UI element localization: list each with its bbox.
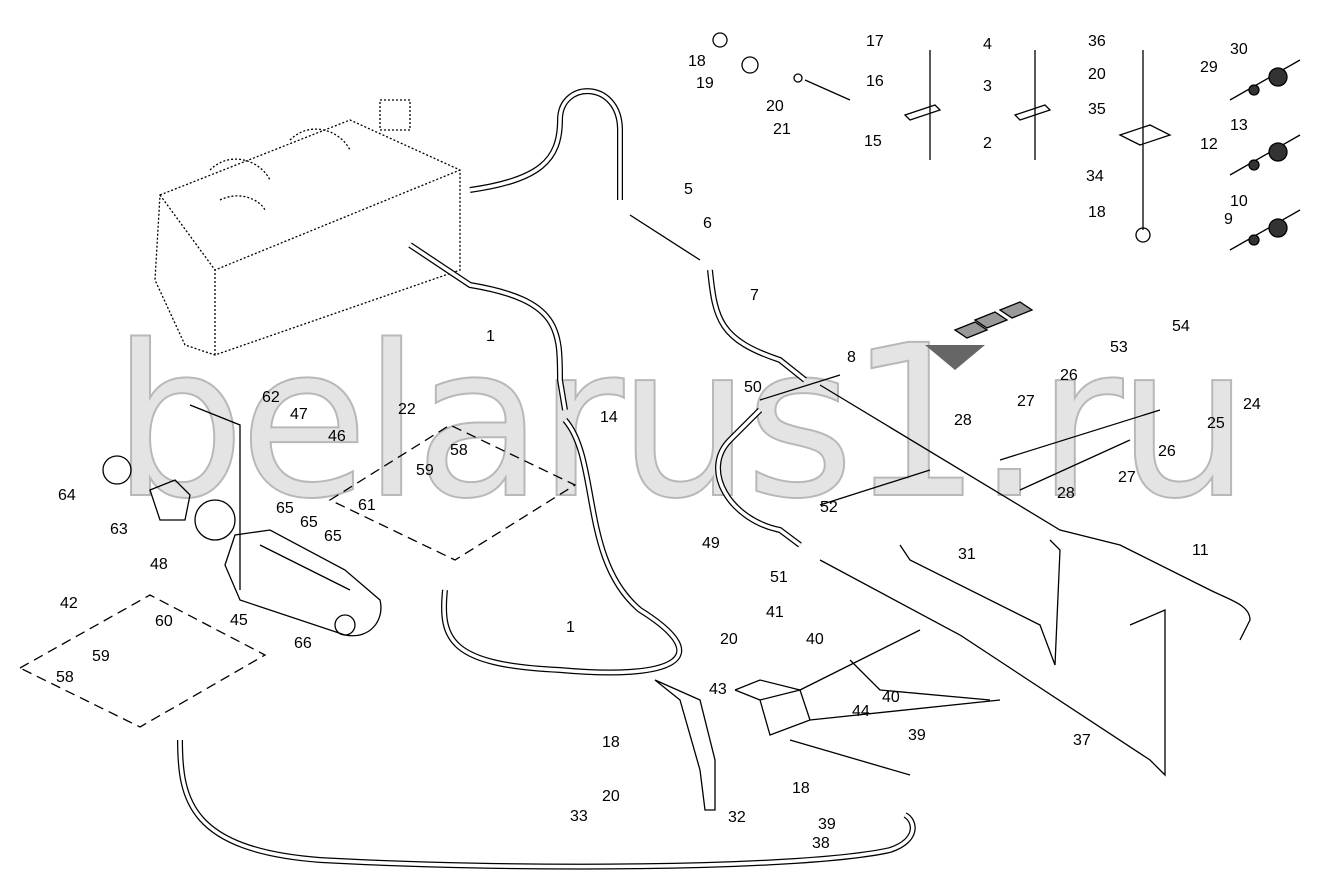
callout-10: 10	[1230, 193, 1248, 210]
callout-9: 9	[1224, 211, 1233, 228]
callout-58: 58	[56, 669, 74, 686]
callout-42: 42	[60, 595, 78, 612]
group-42-outline	[18, 594, 267, 728]
callout-24: 24	[1243, 396, 1261, 413]
pipe-31	[899, 539, 1061, 666]
callout-65: 65	[300, 514, 318, 531]
flow-arrow	[925, 345, 985, 370]
callout-45: 45	[230, 612, 248, 629]
callout-28: 28	[1057, 485, 1075, 502]
callout-7: 7	[750, 287, 759, 304]
pipe-11	[819, 384, 1251, 641]
bracket-43	[654, 679, 716, 811]
callout-20: 20	[720, 631, 738, 648]
callout-6: 6	[703, 215, 712, 232]
callout-11: 11	[1192, 542, 1209, 559]
callout-20: 20	[602, 788, 620, 805]
callout-48: 48	[150, 556, 168, 573]
callout-26: 26	[1158, 443, 1176, 460]
callout-27: 27	[1017, 393, 1035, 410]
callout-59: 59	[92, 648, 110, 665]
callout-1: 1	[566, 619, 575, 636]
callout-1: 1	[486, 328, 495, 345]
sleeve-63	[149, 479, 191, 521]
callout-49: 49	[702, 535, 720, 552]
callout-61: 61	[358, 497, 376, 514]
callout-13: 13	[1230, 117, 1248, 134]
callout-40: 40	[882, 689, 900, 706]
callout-51: 51	[770, 569, 788, 586]
callout-38: 38	[812, 835, 830, 852]
callout-65: 65	[324, 528, 342, 545]
callout-64: 64	[58, 487, 76, 504]
callout-8: 8	[847, 349, 856, 366]
gear-pump	[224, 529, 382, 637]
hose-1-lower	[441, 418, 683, 676]
callout-54: 54	[1172, 318, 1190, 335]
callout-14: 14	[600, 409, 618, 426]
callout-15: 15	[864, 133, 882, 150]
callout-32: 32	[728, 809, 746, 826]
callout-39: 39	[908, 727, 926, 744]
hydraulic-tank	[154, 119, 461, 356]
callout-50: 50	[744, 379, 762, 396]
group-22-outline	[328, 424, 577, 561]
hose-upper	[469, 88, 623, 200]
callout-17: 17	[866, 33, 884, 50]
callout-58: 58	[450, 442, 468, 459]
watermark: belarus1.ru	[111, 300, 1251, 545]
o-ring-48	[194, 499, 236, 541]
callout-28: 28	[954, 412, 972, 429]
callout-33: 33	[570, 808, 588, 825]
callout-52: 52	[820, 499, 838, 516]
callout-19: 19	[696, 75, 714, 92]
callout-16: 16	[866, 73, 884, 90]
callout-43: 43	[709, 681, 727, 698]
distributor-block-44	[734, 679, 811, 736]
callout-63: 63	[110, 521, 128, 538]
callout-25: 25	[1207, 415, 1225, 432]
callout-36: 36	[1088, 33, 1106, 50]
callout-20: 20	[1088, 66, 1106, 83]
callout-18: 18	[1088, 204, 1106, 221]
callout-2: 2	[983, 135, 992, 152]
callout-53: 53	[1110, 339, 1128, 356]
callout-18: 18	[602, 734, 620, 751]
callout-30: 30	[1230, 41, 1248, 58]
callout-37: 37	[1073, 732, 1091, 749]
callout-31: 31	[958, 546, 976, 563]
callout-5: 5	[684, 181, 693, 198]
callout-41: 41	[766, 604, 784, 621]
callout-12: 12	[1200, 136, 1218, 153]
callout-26: 26	[1060, 367, 1078, 384]
callout-27: 27	[1118, 469, 1136, 486]
callout-20: 20	[766, 98, 784, 115]
pipe-37	[819, 559, 1166, 777]
callout-62: 62	[262, 389, 280, 406]
tank-filler-cap	[379, 99, 411, 131]
callout-47: 47	[290, 406, 308, 423]
callout-18: 18	[688, 53, 706, 70]
callout-59: 59	[416, 462, 434, 479]
hose-38	[177, 739, 916, 870]
callout-40: 40	[806, 631, 824, 648]
callout-34: 34	[1086, 168, 1104, 185]
callout-65: 65	[276, 500, 294, 517]
callout-60: 60	[155, 613, 173, 630]
callout-29: 29	[1200, 59, 1218, 76]
callout-35: 35	[1088, 101, 1106, 118]
callout-46: 46	[328, 428, 346, 445]
callout-21: 21	[773, 121, 791, 138]
callout-3: 3	[983, 78, 992, 95]
callout-44: 44	[852, 703, 870, 720]
callout-18: 18	[792, 780, 810, 797]
callout-22: 22	[398, 401, 416, 418]
callout-66: 66	[294, 635, 312, 652]
o-ring-64	[102, 455, 132, 485]
distributor-valves	[209, 128, 351, 211]
callout-4: 4	[983, 36, 992, 53]
callout-39: 39	[818, 816, 836, 833]
